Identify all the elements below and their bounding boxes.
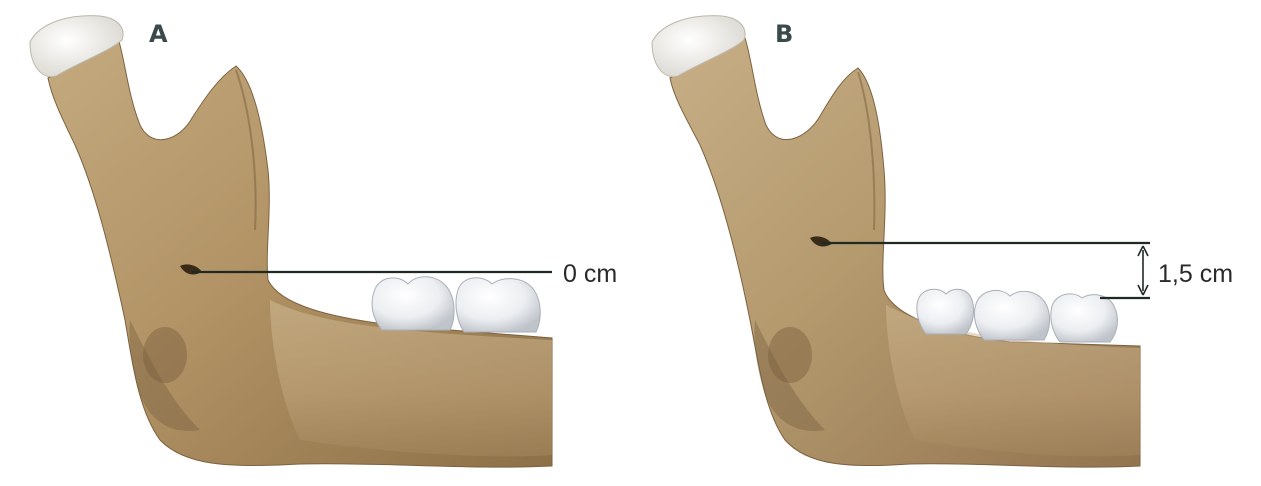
panel-a-letter: A bbox=[149, 20, 168, 48]
mandible-a-angle-shadow bbox=[143, 327, 187, 383]
molar-b-3 bbox=[1051, 294, 1118, 342]
teeth-b bbox=[917, 289, 1118, 342]
double-arrow-b bbox=[1138, 246, 1148, 295]
molar-a-1 bbox=[372, 277, 454, 330]
panel-a: A 0 cm bbox=[30, 16, 617, 467]
mandible-b-angle-shadow bbox=[768, 327, 812, 383]
measurement-label-b: 1,5 cm bbox=[1158, 260, 1233, 288]
teeth-a bbox=[372, 277, 540, 332]
panel-b: B 1,5 cm bbox=[652, 16, 1233, 467]
molar-a-2 bbox=[456, 278, 540, 332]
molar-b-1 bbox=[917, 289, 974, 334]
panel-b-letter: B bbox=[775, 20, 793, 48]
measurement-label-a: 0 cm bbox=[563, 260, 617, 288]
molar-b-2 bbox=[974, 290, 1049, 340]
